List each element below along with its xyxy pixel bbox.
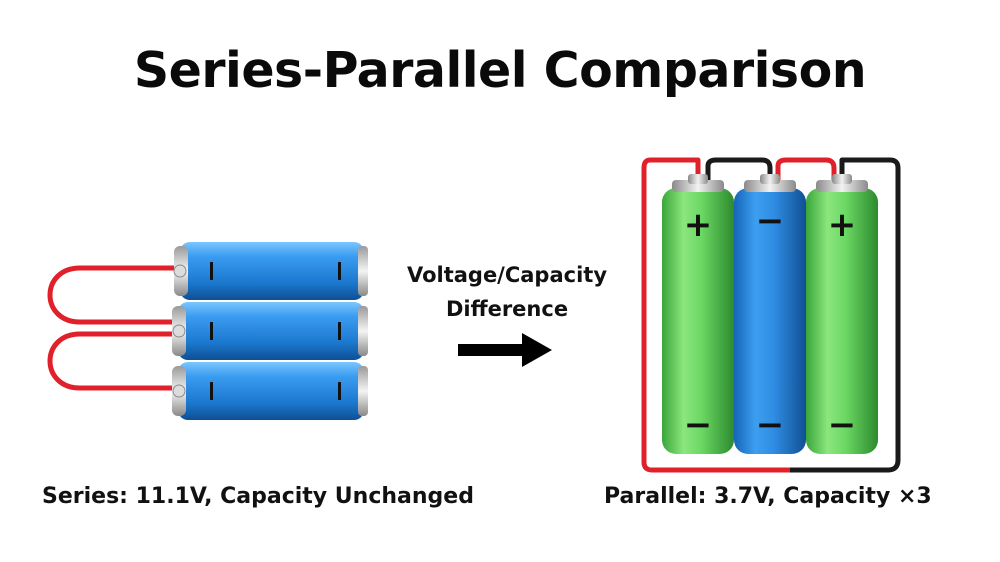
- parallel-cell-1-top-sign: +: [684, 205, 713, 245]
- parallel-wire-red-top: [775, 157, 837, 180]
- parallel-wire-black-top: [705, 157, 773, 180]
- parallel-cell-3-top-sign: +: [828, 205, 857, 245]
- voltage-capacity-label-line-1: Voltage/Capacity: [406, 263, 608, 287]
- series-cell-1: [173, 242, 368, 300]
- voltage-capacity-label-line-2: Difference: [445, 297, 569, 321]
- series-cell-3: [172, 362, 368, 420]
- parallel-cell-3: + −: [806, 174, 878, 454]
- parallel-cell-1: + −: [662, 174, 734, 454]
- parallel-wire-black-outer: [790, 157, 901, 473]
- parallel-cell-2: − −: [734, 174, 806, 454]
- series-cell-2: [172, 302, 368, 360]
- parallel-cell-3-bottom-sign: −: [828, 405, 857, 445]
- parallel-caption: Parallel: 3.7V, Capacity ×3: [604, 484, 932, 509]
- page-title: Series-Parallel Comparison: [133, 42, 867, 99]
- series-wire-loop-2: [47, 331, 179, 391]
- parallel-wire-red-outer: [641, 157, 790, 473]
- series-group: [47, 242, 368, 420]
- parallel-cell-2-top-sign: −: [756, 201, 785, 241]
- series-wire-loop-1: [47, 265, 181, 325]
- series-caption: Series: 11.1V, Capacity Unchanged: [42, 484, 474, 509]
- parallel-group: + − − − + −: [641, 157, 901, 473]
- voltage-capacity-label: Voltage/Capacity Difference: [392, 258, 622, 326]
- parallel-cell-2-bottom-sign: −: [756, 405, 785, 445]
- right-arrow-icon: [458, 333, 552, 367]
- parallel-cell-1-bottom-sign: −: [684, 405, 713, 445]
